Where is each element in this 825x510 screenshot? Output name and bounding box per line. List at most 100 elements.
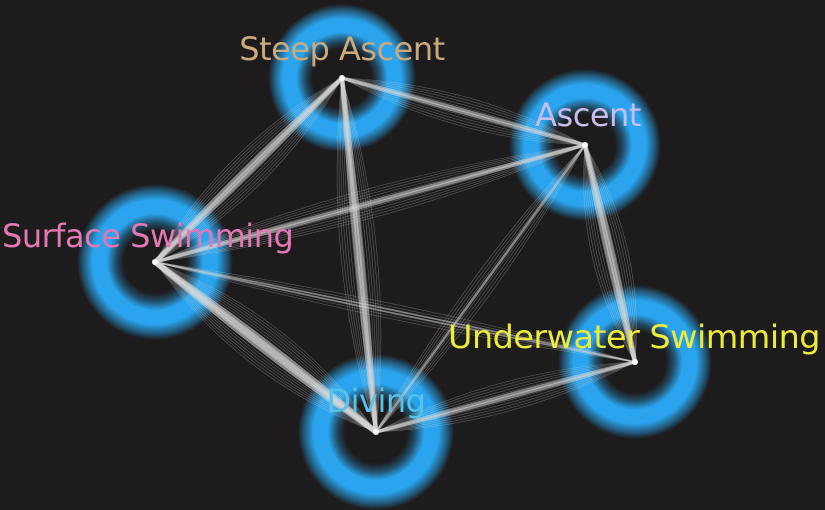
node-hub-underwater-swimming bbox=[632, 359, 638, 365]
edge-strand bbox=[375, 144, 586, 433]
edge-strand bbox=[375, 144, 586, 433]
edge-strand bbox=[375, 144, 586, 433]
edge-strand bbox=[154, 144, 586, 263]
edge-strand bbox=[154, 144, 586, 263]
edge-strand bbox=[375, 144, 586, 433]
edge-strand bbox=[584, 144, 637, 363]
edge-strand bbox=[583, 144, 636, 363]
edge-strand bbox=[154, 143, 586, 264]
node-label-steep-ascent: Steep Ascent bbox=[239, 30, 444, 68]
edge-strand bbox=[375, 144, 586, 433]
edge-strand bbox=[154, 261, 636, 363]
edge-strand bbox=[341, 77, 586, 146]
edge-strand bbox=[154, 77, 343, 263]
edge-strand bbox=[154, 77, 343, 263]
edge-strand bbox=[154, 77, 343, 263]
edge-strand bbox=[584, 144, 636, 363]
edge-strand bbox=[154, 77, 343, 263]
edge-strand bbox=[154, 77, 343, 263]
edge-strand bbox=[375, 361, 636, 433]
edge-strand bbox=[375, 361, 636, 433]
edge-strand bbox=[341, 77, 377, 433]
edge-strand bbox=[154, 77, 343, 263]
edge-strand bbox=[154, 261, 377, 433]
node-label-underwater-swimming: Underwater Swimming bbox=[448, 318, 820, 356]
edge-steep-ascent-to-surface-swimming bbox=[153, 76, 344, 264]
edge-strand bbox=[341, 77, 380, 433]
edge-strand bbox=[341, 77, 586, 146]
edge-strand bbox=[375, 361, 636, 433]
edge-ascent-to-surface-swimming bbox=[154, 143, 586, 264]
node-labels: Steep Ascent Ascent Surface Swimming Und… bbox=[2, 30, 821, 420]
edge-strand bbox=[375, 144, 586, 433]
edge-strand bbox=[154, 261, 377, 433]
edge-strand bbox=[375, 144, 586, 433]
edge-strand bbox=[375, 361, 636, 433]
edge-strand bbox=[341, 77, 586, 146]
node-hub-diving bbox=[373, 429, 379, 435]
edge-strand bbox=[375, 361, 636, 433]
edge-bundles bbox=[152, 75, 638, 435]
edge-strand bbox=[154, 261, 636, 363]
edge-strand bbox=[154, 261, 377, 433]
edge-strand bbox=[341, 77, 586, 146]
edge-strand bbox=[584, 144, 636, 363]
edge-strand bbox=[153, 76, 344, 264]
edge-strand bbox=[154, 261, 636, 363]
edge-strand bbox=[154, 261, 377, 433]
edge-strand bbox=[341, 77, 377, 433]
edge-strand bbox=[154, 144, 586, 263]
edge-ascent-to-underwater-swimming bbox=[582, 144, 638, 363]
edge-strand bbox=[341, 77, 586, 146]
edge-strand bbox=[341, 77, 586, 146]
edge-strand bbox=[338, 77, 377, 433]
edge-strand bbox=[154, 261, 636, 363]
edge-strand bbox=[582, 144, 638, 363]
edge-strand bbox=[154, 144, 586, 263]
node-label-ascent: Ascent bbox=[535, 96, 641, 134]
edge-strand bbox=[375, 361, 636, 433]
edge-strand bbox=[584, 144, 636, 363]
edge-strand bbox=[336, 77, 377, 433]
edge-strand bbox=[154, 261, 377, 433]
edge-strand bbox=[154, 261, 377, 433]
edge-strand bbox=[154, 261, 377, 433]
node-hub-surface-swimming bbox=[152, 259, 158, 265]
edge-strand bbox=[154, 261, 636, 363]
edge-surface-swimming-to-underwater-swimming bbox=[154, 261, 636, 363]
edge-strand bbox=[154, 261, 377, 433]
edge-strand bbox=[154, 144, 586, 263]
edge-strand bbox=[154, 261, 377, 433]
edge-strand bbox=[154, 144, 586, 263]
edge-strand bbox=[341, 77, 377, 433]
edge-surface-swimming-to-diving bbox=[153, 259, 378, 435]
node-label-surface-swimming: Surface Swimming bbox=[2, 217, 293, 255]
edge-strand bbox=[341, 77, 586, 146]
edge-diving-to-underwater-swimming bbox=[375, 360, 636, 434]
edge-strand bbox=[375, 361, 636, 433]
edge-strand bbox=[584, 144, 636, 363]
edge-strand bbox=[341, 77, 377, 433]
edge-strand bbox=[154, 261, 377, 433]
edge-steep-ascent-to-diving bbox=[336, 77, 382, 433]
edge-strand bbox=[584, 144, 636, 363]
edge-strand bbox=[375, 361, 636, 433]
edge-strand bbox=[154, 144, 586, 263]
edge-strand bbox=[584, 144, 636, 363]
edge-strand bbox=[584, 144, 636, 363]
edge-strand bbox=[340, 77, 377, 433]
edge-strand bbox=[375, 361, 636, 433]
edge-strand bbox=[341, 77, 586, 146]
edge-strand bbox=[341, 77, 377, 433]
edge-strand bbox=[154, 261, 377, 433]
edge-strand bbox=[584, 144, 636, 363]
edge-strand bbox=[339, 77, 379, 433]
edge-strand bbox=[154, 77, 343, 263]
edge-strand bbox=[154, 77, 343, 263]
edge-strand bbox=[154, 77, 343, 263]
node-hub-ascent bbox=[582, 142, 588, 148]
edge-strand bbox=[154, 261, 636, 363]
edge-strand bbox=[154, 77, 343, 263]
edge-steep-ascent-to-ascent bbox=[341, 76, 586, 147]
